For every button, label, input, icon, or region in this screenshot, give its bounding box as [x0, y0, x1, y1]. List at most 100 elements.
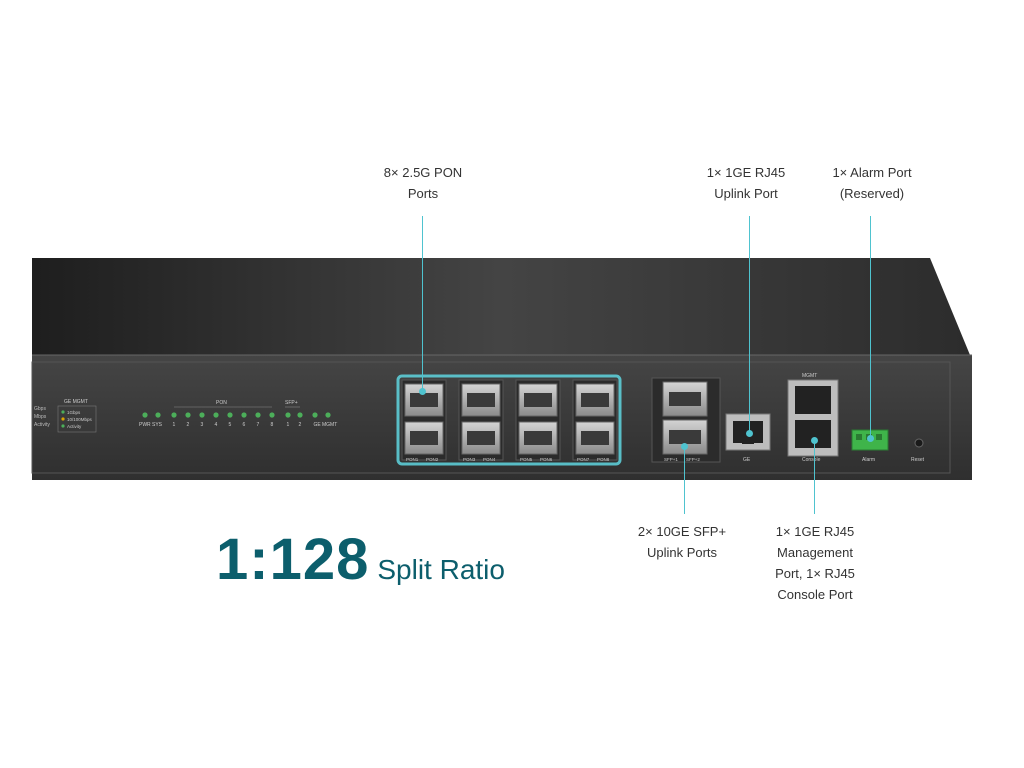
rj45-uplink-leader-line — [749, 216, 750, 434]
led-label: 1 — [287, 422, 290, 428]
svg-text:Reset: Reset — [911, 457, 925, 463]
svg-text:Activity: Activity — [67, 424, 82, 429]
callout-mgmt-console: 1× 1GE RJ45 Management Port, 1× RJ45 Con… — [755, 521, 875, 605]
sfp-port-label: SFP+1 — [664, 457, 678, 462]
mgmt-leader-dot — [811, 437, 818, 444]
led-label: 8 — [271, 422, 274, 428]
callout-pon-line1: 8× 2.5G PON — [383, 165, 463, 180]
alarm-leader-dot — [867, 435, 874, 442]
callout-mgmt-line4: Console Port — [777, 587, 853, 602]
led-label: 3 — [201, 422, 204, 428]
svg-text:Alarm: Alarm — [862, 457, 875, 463]
status-led — [185, 412, 191, 418]
sfp-cage-slot — [669, 430, 701, 444]
callout-rj45-line1: 1× 1GE RJ45 — [706, 165, 786, 180]
status-led — [142, 412, 148, 418]
svg-text:10/100Mbps: 10/100Mbps — [67, 417, 93, 422]
led-label: PWR — [139, 422, 151, 428]
led-label: 2 — [187, 422, 190, 428]
led-label: 1 — [173, 422, 176, 428]
pon-port-label: PON3 — [463, 457, 476, 462]
status-led — [325, 412, 331, 418]
callout-mgmt-line1: 1× 1GE RJ45 — [775, 524, 855, 539]
svg-text:Activity: Activity — [34, 422, 50, 428]
callout-rj45-uplink: 1× 1GE RJ45 Uplink Port — [686, 162, 806, 204]
pon-port-label: PON1 — [406, 457, 419, 462]
led-label: SYS — [152, 422, 163, 428]
led-label: MGMT — [322, 422, 337, 428]
status-led — [227, 412, 233, 418]
svg-text:SFP+: SFP+ — [285, 400, 298, 406]
svg-text:Console: Console — [802, 457, 821, 463]
sfp-leader-line — [684, 446, 685, 514]
pon-leader-dot — [419, 388, 426, 395]
svg-text:1Gbps: 1Gbps — [67, 410, 81, 415]
pon-port-label: PON6 — [540, 457, 553, 462]
status-led — [285, 412, 291, 418]
callout-alarm-line2: (Reserved) — [839, 186, 905, 201]
pon-cage-slot — [581, 431, 609, 445]
callout-mgmt-line2: Management — [777, 545, 853, 560]
led-label: 2 — [299, 422, 302, 428]
callout-sfp-line1: 2× 10GE SFP+ — [637, 524, 727, 539]
pon-port-label: PON2 — [426, 457, 439, 462]
callout-alarm-port: 1× Alarm Port (Reserved) — [812, 162, 932, 204]
callout-rj45-line2: Uplink Port — [714, 186, 778, 201]
pon-cage-slot — [467, 431, 495, 445]
pon-highlight — [396, 374, 622, 466]
callout-sfp-line2: Uplink Ports — [646, 545, 718, 560]
status-led — [155, 412, 161, 418]
led-label: 5 — [229, 422, 232, 428]
sfp-cage-slot — [669, 392, 701, 406]
pon-cage-slot — [524, 431, 552, 445]
pon-port-label: PON5 — [520, 457, 533, 462]
left-legend-cut: Gbps Mbps Activity — [34, 406, 50, 428]
split-ratio-label: Split Ratio — [377, 554, 505, 585]
led-label: 4 — [215, 422, 218, 428]
svg-text:GE: GE — [743, 457, 751, 463]
status-led — [241, 412, 247, 418]
status-led — [171, 412, 177, 418]
split-ratio-value: 1:128 — [216, 527, 370, 592]
chassis-top — [32, 258, 970, 355]
pon-port-label: PON4 — [483, 457, 496, 462]
led-label: GE — [314, 422, 322, 428]
status-led — [199, 412, 205, 418]
pon-port-label: PON8 — [597, 457, 610, 462]
pon-port-label: PON7 — [577, 457, 590, 462]
pon-cage-slot — [467, 393, 495, 407]
sfp-port-label: SFP+2 — [686, 457, 700, 462]
status-led — [213, 412, 219, 418]
alarm-leader-line — [870, 216, 871, 438]
pon-cage-slot — [410, 431, 438, 445]
sfp-leader-dot — [681, 443, 688, 450]
mgmt-console-ports: MGMT Console — [787, 373, 839, 463]
callout-pon-ports: 8× 2.5G PON Ports — [363, 162, 483, 204]
status-led — [255, 412, 261, 418]
mgmt-leader-line — [814, 440, 815, 514]
status-led — [297, 412, 303, 418]
led-label: 7 — [257, 422, 260, 428]
svg-text:MGMT: MGMT — [802, 373, 817, 379]
status-led — [269, 412, 275, 418]
svg-text:Gbps: Gbps — [34, 406, 46, 412]
callout-pon-line2: Ports — [407, 186, 439, 201]
pon-cage-slot — [410, 393, 438, 407]
led-label: 6 — [243, 422, 246, 428]
callout-alarm-line1: 1× Alarm Port — [832, 165, 912, 180]
svg-text:Mbps: Mbps — [34, 414, 47, 420]
svg-text:GE MGMT: GE MGMT — [64, 399, 88, 405]
sfp-ports: SFP+1 SFP+2 — [662, 381, 708, 462]
reset-pinhole: Reset — [911, 438, 925, 463]
callout-mgmt-line3: Port, 1× RJ45 — [775, 566, 855, 581]
callout-sfp-uplink: 2× 10GE SFP+ Uplink Ports — [622, 521, 742, 563]
rj45-uplink-leader-dot — [746, 430, 753, 437]
pon-cage-slot — [524, 393, 552, 407]
pon-ports: PON1 PON2 PON3 PON4 PON5 PON6 PON7 PON8 — [401, 379, 618, 462]
pon-cage-slot — [581, 393, 609, 407]
ge-mgmt-legend: GE MGMT 1Gbps 10/100Mbps Activity — [57, 399, 97, 433]
status-led — [312, 412, 318, 418]
pon-leader-line — [422, 216, 423, 392]
